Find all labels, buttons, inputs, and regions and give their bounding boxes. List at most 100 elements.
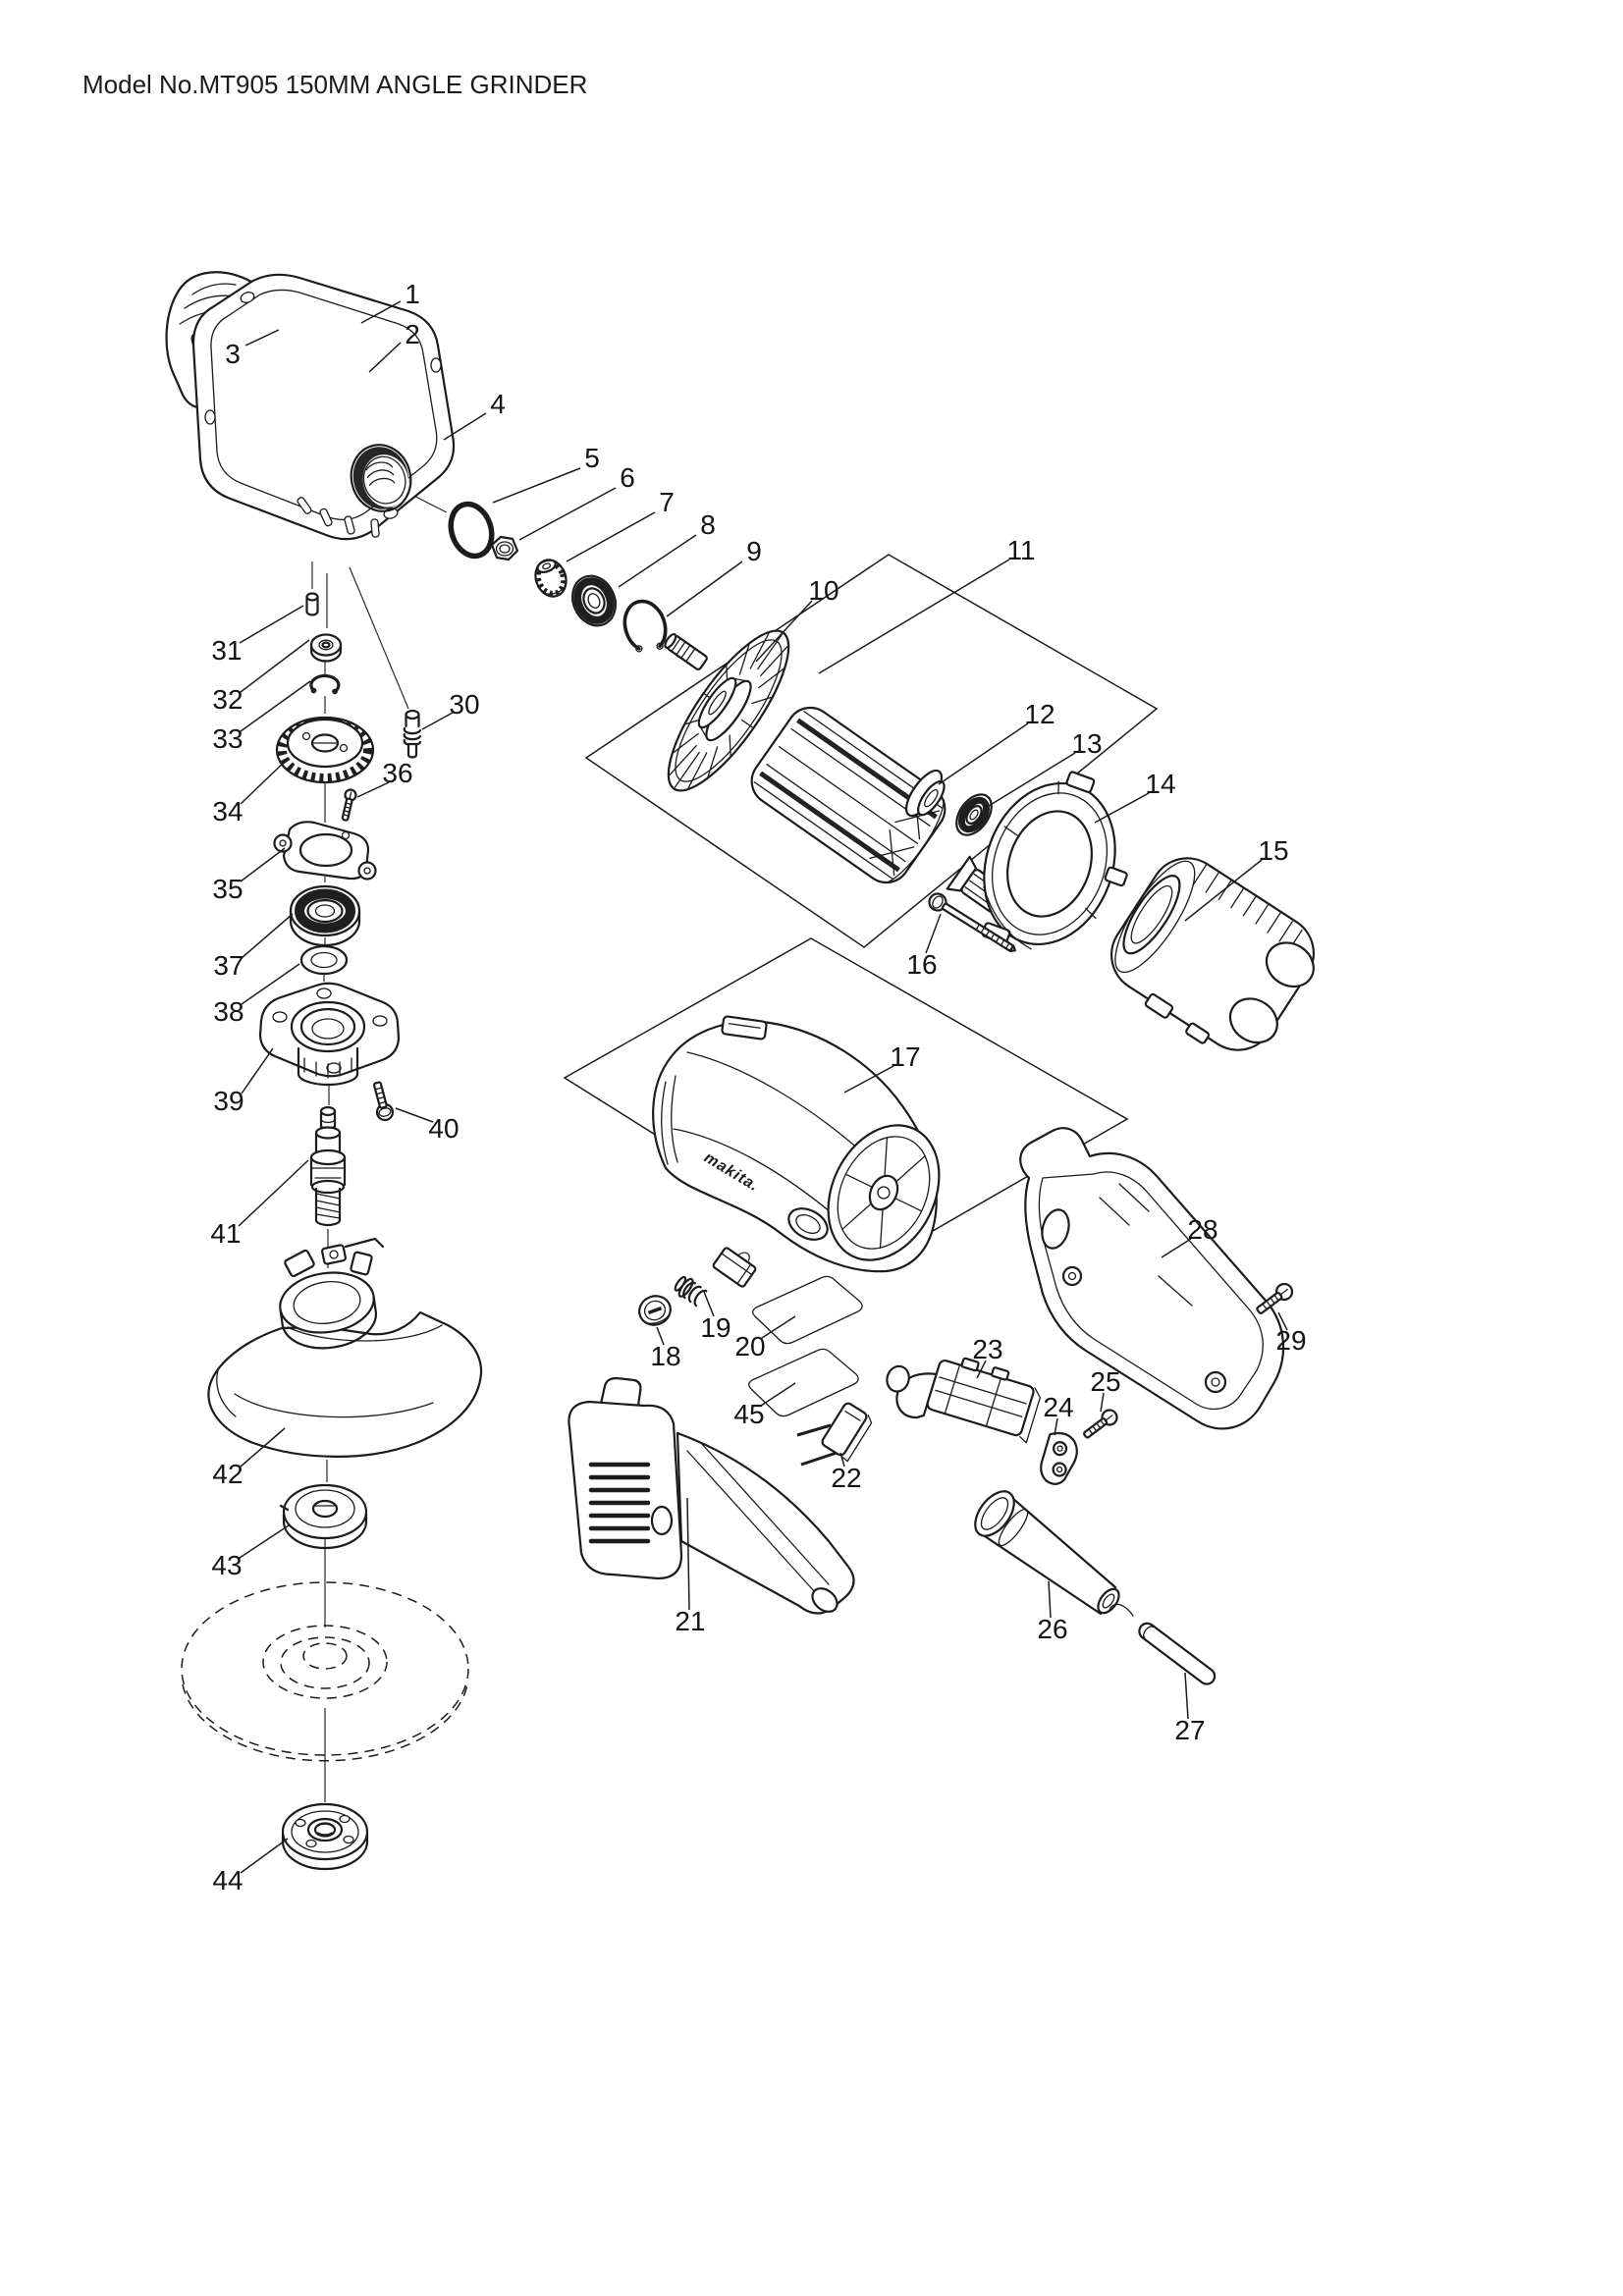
leader-line-15 [1184,859,1263,922]
part-number-41: 41 [210,1218,241,1249]
part-number-9: 9 [746,536,762,566]
leader-line-4 [443,412,487,441]
part-number-7: 7 [659,487,675,517]
leader-line-34 [240,757,290,805]
part-number-26: 26 [1037,1614,1067,1644]
leader-line-11 [818,559,1010,674]
leader-line-13 [988,752,1076,807]
leader-line-7 [566,511,656,562]
leader-line-9 [666,561,743,617]
part-25-screw [1083,1409,1118,1439]
part-36-screw [341,788,357,822]
assembly-bracket-armature [584,554,1159,948]
leader-line-6 [518,487,617,541]
leader-line-3 [244,329,280,347]
part-number-33: 33 [212,723,243,754]
part-number-11: 11 [1006,535,1035,565]
leader-line-22 [839,1452,845,1468]
leader-line-29 [1277,1311,1288,1331]
part-number-38: 38 [213,996,243,1027]
part-number-27: 27 [1174,1715,1205,1745]
leader-line-41 [238,1159,309,1227]
leader-line-37 [241,913,294,959]
part-number-40: 40 [428,1113,459,1144]
part-35-retainer-plate [273,821,377,881]
part-5-o-ring [448,501,495,560]
leader-line-12 [938,722,1029,785]
part-27-power-cord [1109,1603,1217,1685]
part-39-bearing-box [258,982,401,1087]
part-6-nut [490,535,519,561]
leader-line-17 [843,1065,894,1094]
part-14-bearing-retainer [981,771,1128,950]
part-44-lock-nut [281,1802,369,1871]
leader-line-2 [368,342,402,373]
leader-line-32 [240,639,310,693]
part-number-36: 36 [382,758,412,788]
part-16-screw [928,892,1016,952]
part-number-20: 20 [734,1331,765,1362]
leader-line-16 [925,913,942,954]
callout-layer: 1234567891011121314151617181920452223242… [210,279,1306,1896]
leader-line-42 [240,1427,286,1468]
part-number-13: 13 [1071,728,1102,759]
part-32-bearing [309,633,343,663]
part-number-10: 10 [808,575,839,606]
part-number-1: 1 [405,279,420,309]
part-number-44: 44 [212,1865,243,1896]
leader-line-28 [1161,1238,1192,1258]
part-26-cord-guard [974,1490,1120,1616]
leader-line-35 [240,847,286,882]
part-42-wheel-guard [207,1237,483,1458]
part-number-12: 12 [1024,699,1055,729]
part-38-washer [299,944,349,976]
part-33-retaining-ring [309,673,341,695]
part-number-18: 18 [650,1341,680,1371]
part-15-stator [1110,857,1315,1051]
part-12-washer [904,769,946,818]
part-number-5: 5 [584,443,600,473]
leader-line-38 [241,963,300,1005]
part-number-29: 29 [1275,1325,1306,1356]
part-24-cord-clip [1040,1431,1078,1485]
part-number-4: 4 [490,389,506,419]
leader-line-23 [976,1360,987,1379]
part-7-pinion-gear [534,559,568,598]
part-number-45: 45 [733,1399,764,1429]
leader-line-27 [1184,1672,1189,1720]
part-9-retaining-ring [622,599,668,653]
leader-line-10 [755,600,813,663]
part-28-handle-half-right [1019,1127,1285,1430]
part-23-switch [886,1357,1041,1444]
part-number-25: 25 [1090,1366,1120,1397]
part-number-30: 30 [449,689,479,720]
part-number-15: 15 [1258,835,1288,866]
part-19-carbon-brush [674,1247,757,1308]
part-41-spindle [309,1105,347,1227]
part-number-3: 3 [225,339,241,369]
leader-line-33 [240,680,311,732]
leader-line-8 [618,534,697,588]
part-number-23: 23 [972,1334,1002,1364]
part-number-21: 21 [675,1606,705,1636]
leader-line-14 [1094,792,1150,824]
leader-line-5 [492,467,581,504]
part-17-motor-housing: makita. [652,1015,941,1273]
part-number-22: 22 [831,1463,861,1493]
part-number-34: 34 [212,796,243,827]
part-4-gear-housing [165,271,456,541]
leader-line-45 [760,1382,796,1407]
leader-line-24 [1054,1417,1058,1436]
part-number-43: 43 [211,1550,242,1580]
part-13-ball-bearing [955,793,993,836]
part-number-35: 35 [212,874,243,904]
part-31-pin [305,592,319,616]
grinding-wheel-outline [181,1581,469,1762]
part-number-32: 32 [212,684,243,715]
part-40-screw [372,1081,395,1122]
center-lines [311,473,448,1802]
part-21-handle-half-left [568,1376,855,1615]
leader-line-39 [241,1047,274,1095]
leader-line-30 [421,712,454,730]
